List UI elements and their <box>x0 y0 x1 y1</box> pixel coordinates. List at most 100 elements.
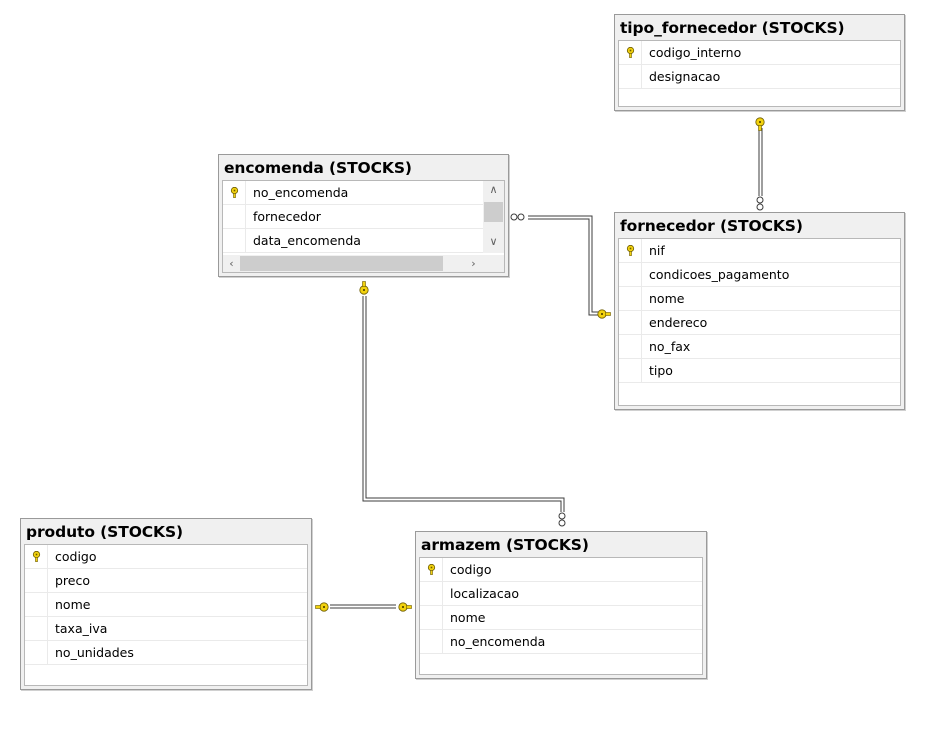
column-name: tipo <box>649 363 673 378</box>
row-selector <box>420 606 443 629</box>
row-selector <box>619 287 642 310</box>
column-row[interactable]: no_encomenda <box>420 630 702 654</box>
column-row[interactable]: codigo <box>25 545 307 569</box>
table-encomenda[interactable]: encomenda (STOCKS) no_encomenda fornecedo… <box>218 154 509 277</box>
column-name: no_encomenda <box>253 185 349 200</box>
table-title[interactable]: armazem (STOCKS) <box>421 536 589 554</box>
key-icon <box>427 564 436 575</box>
relationship-encomenda-fornecedor[interactable] <box>528 215 598 316</box>
column-name: codigo <box>450 562 492 577</box>
column-name: localizacao <box>450 586 520 601</box>
column-name: no_unidades <box>55 645 134 660</box>
row-selector <box>25 545 48 568</box>
row-selector <box>223 229 246 252</box>
relationship-produto-armazem[interactable] <box>330 604 396 609</box>
column-row[interactable]: nome <box>420 606 702 630</box>
column-list: codigo localizacao nome no_encomenda <box>419 557 703 675</box>
row-selector <box>25 641 48 664</box>
column-name: fornecedor <box>253 209 321 224</box>
table-title[interactable]: encomenda (STOCKS) <box>224 159 412 177</box>
key-icon <box>315 602 329 612</box>
column-row[interactable]: no_unidades <box>25 641 307 665</box>
column-row[interactable]: codigo <box>420 558 702 582</box>
scroll-thumb[interactable] <box>240 256 443 271</box>
key-icon <box>597 309 611 319</box>
column-name: nome <box>649 291 685 306</box>
column-row[interactable]: nif <box>619 239 900 263</box>
column-name: preco <box>55 573 91 588</box>
row-selector <box>619 65 642 88</box>
table-armazem[interactable]: armazem (STOCKS) codigo localizacao nome no… <box>415 531 707 679</box>
key-icon <box>626 245 635 256</box>
column-name: codigo_interno <box>649 45 742 60</box>
column-name: no_encomenda <box>450 634 546 649</box>
column-row[interactable]: tipo <box>619 359 900 383</box>
table-title[interactable]: fornecedor (STOCKS) <box>620 217 803 235</box>
row-selector <box>420 582 443 605</box>
column-name: codigo <box>55 549 97 564</box>
column-list: codigo_interno designacao <box>618 40 901 107</box>
column-name: nome <box>450 610 486 625</box>
column-name: endereco <box>649 315 708 330</box>
column-name: condicoes_pagamento <box>649 267 790 282</box>
column-row[interactable]: no_fax <box>619 335 900 359</box>
column-name: no_fax <box>649 339 691 354</box>
column-row[interactable]: data_encomenda <box>223 229 483 253</box>
key-icon <box>626 47 635 58</box>
infinity-icon <box>756 196 764 211</box>
row-selector <box>420 558 443 581</box>
relationship-tipo-fornecedor[interactable] <box>758 128 763 196</box>
key-icon <box>755 117 765 131</box>
column-name: nome <box>55 597 91 612</box>
column-name: taxa_iva <box>55 621 108 636</box>
column-row[interactable]: nome <box>619 287 900 311</box>
table-fornecedor[interactable]: fornecedor (STOCKS) nif condicoes_pagamen… <box>614 212 905 410</box>
column-row[interactable]: preco <box>25 569 307 593</box>
chevron-down-icon[interactable]: ∨ <box>489 235 498 248</box>
column-name: data_encomenda <box>253 233 361 248</box>
row-selector <box>25 569 48 592</box>
row-selector <box>619 239 642 262</box>
row-selector <box>619 311 642 334</box>
key-icon <box>398 602 412 612</box>
relationship-encomenda-armazem[interactable] <box>362 296 565 512</box>
row-selector <box>420 630 443 653</box>
key-icon <box>359 281 369 295</box>
row-selector <box>619 335 642 358</box>
key-icon <box>32 551 41 562</box>
column-name: designacao <box>649 69 721 84</box>
infinity-icon <box>510 213 525 221</box>
column-row[interactable]: no_encomenda <box>223 181 483 205</box>
column-row[interactable]: endereco <box>619 311 900 335</box>
row-selector <box>223 181 246 204</box>
vertical-scrollbar[interactable]: ∧∨ <box>483 181 504 253</box>
column-row[interactable]: designacao <box>619 65 900 89</box>
table-title[interactable]: produto (STOCKS) <box>26 523 184 541</box>
infinity-icon <box>558 512 566 527</box>
column-list: codigo preco nome taxa_iva no_unidades <box>24 544 308 686</box>
row-selector <box>223 205 246 228</box>
row-selector <box>619 41 642 64</box>
horizontal-scrollbar[interactable]: ‹› <box>223 255 504 272</box>
table-title[interactable]: tipo_fornecedor (STOCKS) <box>620 19 845 37</box>
chevron-up-icon[interactable]: ∧ <box>489 183 498 196</box>
key-icon <box>230 187 239 198</box>
column-row[interactable]: fornecedor <box>223 205 483 229</box>
column-name: nif <box>649 243 665 258</box>
column-row[interactable]: localizacao <box>420 582 702 606</box>
column-row[interactable]: condicoes_pagamento <box>619 263 900 287</box>
column-row[interactable]: nome <box>25 593 307 617</box>
scroll-thumb[interactable] <box>484 202 503 222</box>
chevron-left-icon[interactable]: ‹ <box>229 257 234 270</box>
chevron-right-icon[interactable]: › <box>471 257 476 270</box>
table-produto[interactable]: produto (STOCKS) codigo preco nome taxa_iva… <box>20 518 312 690</box>
row-selector <box>619 359 642 382</box>
row-selector <box>25 593 48 616</box>
row-selector <box>25 617 48 640</box>
column-row[interactable]: codigo_interno <box>619 41 900 65</box>
column-row[interactable]: taxa_iva <box>25 617 307 641</box>
